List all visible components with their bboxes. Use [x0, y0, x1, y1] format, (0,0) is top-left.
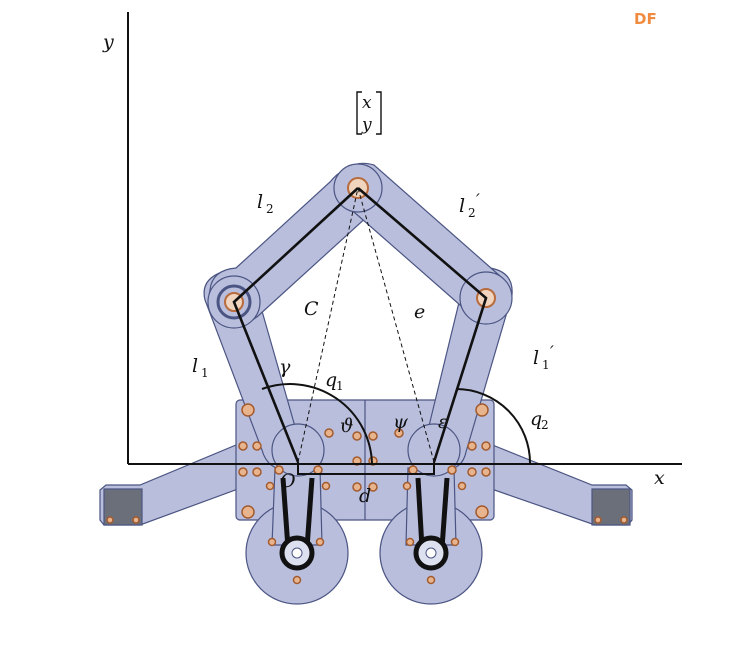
- gamma-label: γ: [279, 356, 291, 378]
- axes: [127, 12, 682, 465]
- axis-x-label: x: [654, 467, 665, 489]
- linkage-lines: [232, 187, 488, 463]
- l2p-prime: ′: [476, 191, 480, 211]
- pulley-hubs: [279, 535, 449, 571]
- q2-subscript: 2: [541, 418, 549, 432]
- q1-label: q: [325, 369, 337, 391]
- l1p-subscript: 1: [542, 358, 550, 372]
- q2-arc: [455, 388, 532, 465]
- base-distance-bracket: [297, 462, 435, 475]
- labels: y x x y l 2 l 2 ′ C e l 1 l 1 ′ γ q 1 q …: [102, 31, 665, 507]
- l1-label: l: [192, 355, 198, 377]
- theta-label: ϑ: [340, 415, 354, 437]
- axis-y-label: y: [102, 31, 114, 53]
- left-chain: [232, 187, 359, 463]
- d-label: d: [359, 485, 371, 507]
- df-logo: DF: [634, 10, 657, 28]
- psi-label: ψ: [393, 411, 409, 433]
- e-label: e: [414, 301, 425, 323]
- origin-label: O: [280, 470, 296, 492]
- belts: [280, 477, 450, 549]
- right-chain: [357, 187, 488, 463]
- epsilon-label: ε: [438, 411, 448, 433]
- mechanism-parts: [99, 162, 633, 605]
- l2-subscript: 2: [266, 202, 274, 216]
- q1-arc: [261, 383, 373, 465]
- q2-label: q: [530, 408, 542, 430]
- vector-y: y: [361, 115, 372, 135]
- l1p-label: l: [533, 347, 539, 369]
- l2p-subscript: 2: [468, 206, 476, 220]
- end-effector-vector: x y: [356, 91, 382, 135]
- c-label: C: [304, 298, 319, 320]
- l1p-prime: ′: [550, 343, 554, 363]
- l1-subscript: 1: [201, 366, 209, 380]
- vector-x: x: [362, 93, 372, 113]
- angle-arcs: [261, 383, 532, 465]
- q1-subscript: 1: [336, 379, 344, 393]
- l2p-label: l: [459, 195, 465, 217]
- l2-label: l: [257, 191, 263, 213]
- construction-lines: [297, 187, 435, 463]
